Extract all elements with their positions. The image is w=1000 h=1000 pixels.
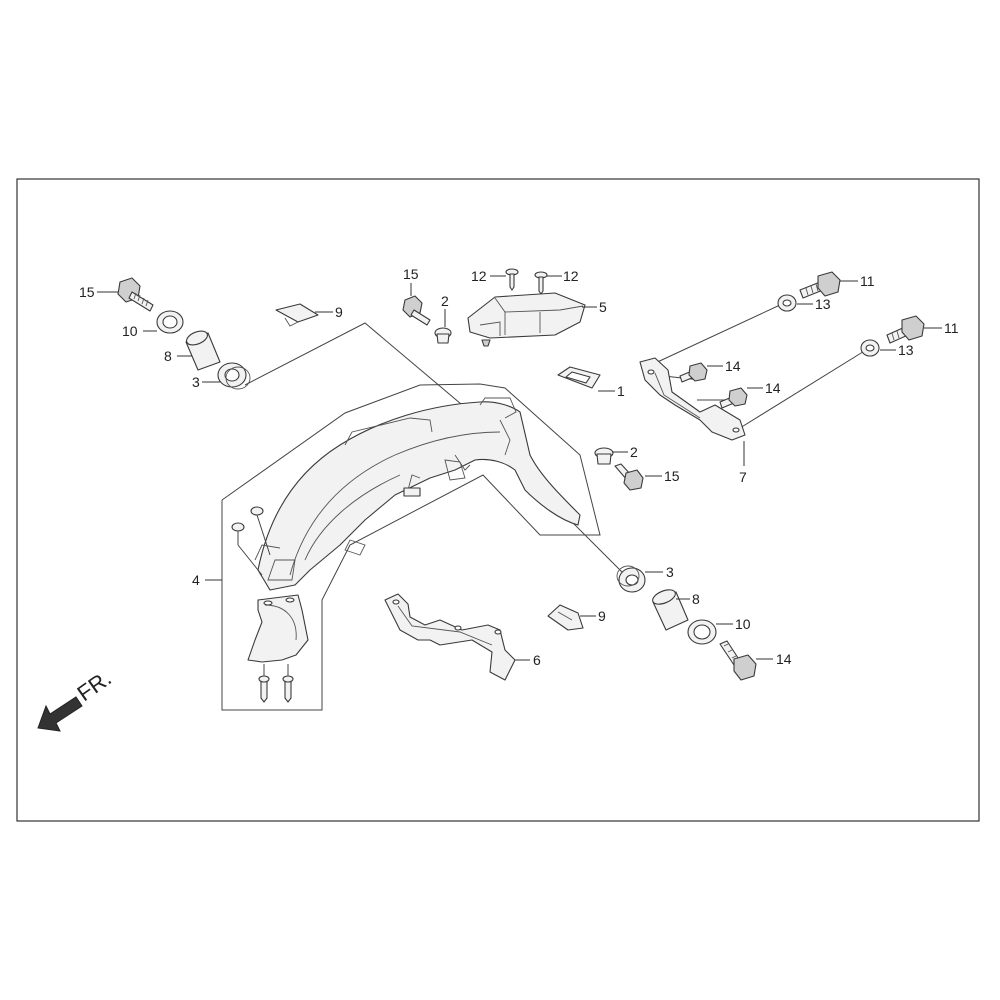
callout-14-upper: 14 [725, 358, 741, 374]
callout-2-right: 2 [630, 444, 638, 460]
callout-8-right: 8 [692, 591, 700, 607]
callout-15-right: 15 [664, 468, 680, 484]
bolt-11-b [886, 315, 925, 344]
callout-10-right: 10 [735, 616, 751, 632]
callout-3-right: 3 [666, 564, 674, 580]
callout-11-top: 11 [860, 273, 875, 289]
screw-12-a [505, 268, 519, 291]
callout-12-right: 12 [563, 268, 579, 284]
callout-13-right: 13 [898, 342, 914, 358]
center-collar-2 [434, 327, 452, 344]
right-collar-8 [652, 589, 689, 631]
bolt-14-b [719, 387, 748, 409]
callout-13-top: 13 [815, 296, 831, 312]
callout-labels: 15 10 8 3 9 15 2 12 12 5 1 2 15 11 13 11… [79, 266, 959, 668]
plate-part-1 [557, 366, 601, 389]
assembly-group-outlines [221, 304, 867, 711]
right-bolt-15 [614, 463, 644, 491]
callout-14-middle: 14 [765, 380, 781, 396]
right-washer-10 [687, 619, 717, 645]
callout-9-top: 9 [335, 304, 343, 320]
callout-5: 5 [599, 299, 607, 315]
callout-3-left: 3 [192, 374, 200, 390]
callout-leaders [97, 275, 942, 661]
callout-10-left: 10 [122, 323, 138, 339]
callout-14-lower: 14 [776, 651, 792, 667]
bolt-11-a [799, 271, 841, 299]
cover-part-5 [467, 292, 586, 347]
left-clip-9 [275, 303, 319, 327]
rear-fender-part [231, 397, 581, 703]
clip-part-9 [547, 604, 584, 631]
front-direction-label: FR. [73, 665, 116, 706]
callout-4: 4 [192, 572, 200, 588]
left-bolt-15 [117, 277, 154, 312]
callout-1: 1 [617, 383, 625, 399]
right-collar-2 [594, 447, 614, 465]
washer-13-a [777, 294, 797, 312]
callout-9-bottom: 9 [598, 608, 606, 624]
washer-13-b [860, 339, 880, 357]
callout-8-left: 8 [164, 348, 172, 364]
callout-12-left: 12 [471, 268, 487, 284]
screw-12-b [534, 271, 548, 295]
diagram-frame [16, 178, 980, 822]
center-bolt-15 [402, 295, 431, 326]
bracket-part-7 [639, 357, 746, 441]
bolt-14-a [679, 362, 708, 383]
left-grommet-3 [217, 362, 251, 390]
right-grommet-3 [616, 565, 646, 593]
arrow-left-down-icon [37, 696, 83, 732]
callout-2-center: 2 [441, 293, 449, 309]
bracket-part-6 [384, 593, 516, 681]
callout-15-center: 15 [403, 266, 419, 282]
callout-15-left: 15 [79, 284, 95, 300]
front-direction-indicator: FR. [37, 665, 116, 732]
callout-7: 7 [739, 469, 747, 485]
callout-6: 6 [533, 652, 541, 668]
left-washer-10 [156, 310, 184, 334]
left-collar-8 [185, 330, 221, 371]
callout-11-right: 11 [944, 320, 959, 336]
right-bolt-14 [719, 640, 757, 681]
